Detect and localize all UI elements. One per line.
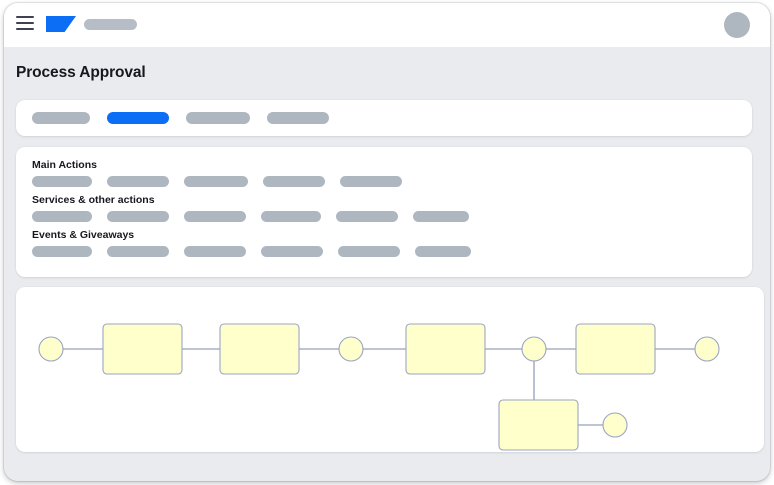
brand-name-placeholder <box>84 19 137 30</box>
task-node-1[interactable] <box>102 323 183 375</box>
action-pill-2-4[interactable] <box>261 211 321 222</box>
action-pill-3-6[interactable] <box>415 246 471 257</box>
hamburger-menu-icon[interactable] <box>16 16 34 30</box>
tab-bar <box>16 100 752 136</box>
action-pill-2-6[interactable] <box>413 211 469 222</box>
brand-logo-icon[interactable] <box>46 16 76 32</box>
action-pill-3-3[interactable] <box>184 246 246 257</box>
action-pill-1-2[interactable] <box>107 176 169 187</box>
action-pill-3-4[interactable] <box>261 246 323 257</box>
action-pill-1-1[interactable] <box>32 176 92 187</box>
tab-4[interactable] <box>267 112 329 124</box>
section-heading-3: Events & Giveaways <box>32 229 135 241</box>
action-pill-2-3[interactable] <box>184 211 246 222</box>
task-node-5[interactable] <box>498 399 579 451</box>
user-avatar-icon[interactable] <box>724 12 750 38</box>
action-pill-2-5[interactable] <box>336 211 398 222</box>
action-pill-2-1[interactable] <box>32 211 92 222</box>
action-pill-3-5[interactable] <box>338 246 400 257</box>
hamburger-bar <box>16 16 34 18</box>
process-diagram-panel <box>16 287 764 452</box>
end-node-1[interactable] <box>694 336 720 362</box>
action-pill-3-2[interactable] <box>107 246 169 257</box>
section-heading-1: Main Actions <box>32 159 97 171</box>
page-title: Process Approval <box>16 64 146 81</box>
action-pill-3-1[interactable] <box>32 246 92 257</box>
section-heading-2: Services & other actions <box>32 194 155 206</box>
tab-1[interactable] <box>32 112 90 124</box>
action-pill-1-5[interactable] <box>340 176 402 187</box>
task-node-4[interactable] <box>575 323 656 375</box>
gateway-node-2[interactable] <box>521 336 547 362</box>
start-node[interactable] <box>38 336 64 362</box>
action-pill-1-4[interactable] <box>263 176 325 187</box>
tab-2[interactable] <box>107 112 169 124</box>
hamburger-bar <box>16 22 34 24</box>
process-diagram[interactable] <box>16 287 764 452</box>
task-node-3[interactable] <box>405 323 486 375</box>
action-pill-1-3[interactable] <box>184 176 248 187</box>
hamburger-bar <box>16 28 34 30</box>
gateway-node-1[interactable] <box>338 336 364 362</box>
app-header <box>4 3 770 48</box>
tab-3[interactable] <box>186 112 250 124</box>
task-node-2[interactable] <box>219 323 300 375</box>
end-node-2[interactable] <box>602 412 628 438</box>
action-pill-2-2[interactable] <box>107 211 169 222</box>
